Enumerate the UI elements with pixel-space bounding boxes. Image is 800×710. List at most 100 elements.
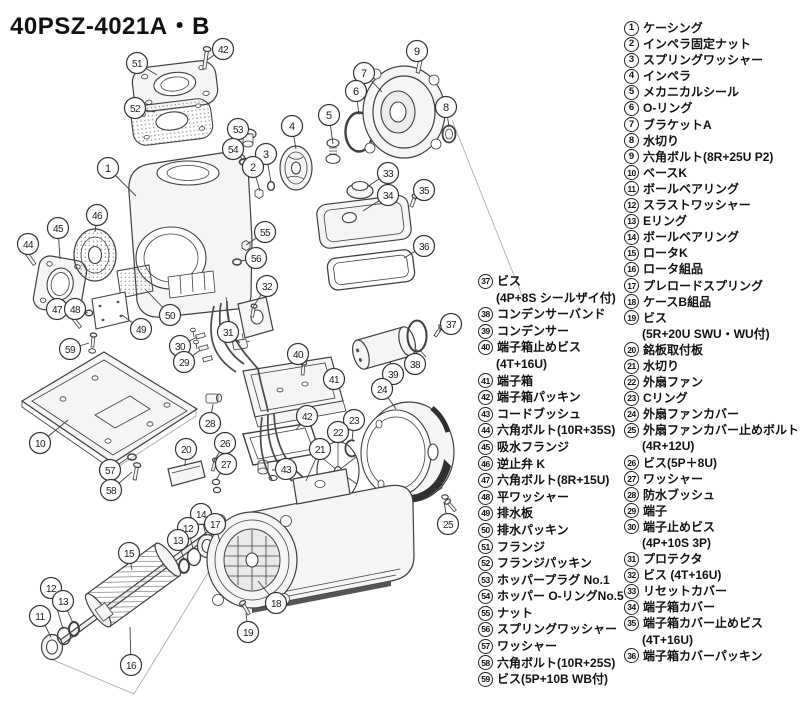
callout-44: 44: [16, 232, 40, 256]
callout-circle: [403, 352, 427, 376]
callout-40: 40: [286, 342, 310, 368]
part-number-badge: 58: [478, 655, 493, 671]
callout-32: 32: [252, 274, 279, 308]
part-number-badge: 54: [478, 589, 493, 605]
part-number-badge: 30: [624, 519, 639, 535]
part-label: 端子箱カバーパッキン: [643, 648, 763, 663]
part-number-badge: 9: [624, 149, 639, 165]
callout-number: 34: [383, 191, 394, 202]
callout-circle: [166, 528, 190, 552]
terminal-cover-shape: [316, 194, 412, 249]
part-number-badge: 13: [624, 213, 639, 229]
part-number-badge: 3: [624, 52, 639, 68]
callout-number: 2: [250, 162, 256, 174]
callout-number: 3: [263, 149, 269, 161]
callout-number: 18: [271, 599, 282, 610]
part-label: Eリング: [643, 214, 688, 229]
callout-circle: [16, 232, 40, 256]
callout-number: 24: [377, 385, 388, 396]
e-ring-13-left-shape: [68, 621, 80, 637]
callout-41: 41: [322, 367, 346, 391]
callout-23: 23: [342, 408, 366, 442]
callout-15: 15: [117, 541, 141, 571]
bearing-11-shape: [40, 633, 64, 661]
part-label: ボールベアリング: [643, 230, 740, 245]
callout-22: 22: [326, 420, 350, 444]
part-number-badge: 43: [478, 406, 493, 422]
callout-number: 12: [46, 584, 57, 595]
screw-59-shape: [88, 332, 98, 354]
callout-circle: [342, 408, 366, 432]
callout-10: 10: [28, 419, 69, 455]
callout-number: 13: [173, 536, 184, 547]
callout-number: 21: [315, 445, 326, 456]
part-label: ホッパー O-リングNo.5: [497, 589, 624, 604]
callout-38: 38: [403, 348, 427, 376]
part-number-badge: 32: [624, 567, 639, 583]
callout-circle: [376, 161, 400, 185]
part-label: インペラ: [643, 69, 692, 84]
part-label: 端子止めビス: [643, 519, 716, 534]
callout-circle: [412, 178, 436, 202]
part-label: ワッシャー: [643, 471, 704, 486]
part-label: フランジパッキン: [497, 556, 592, 571]
part-number-badge: 2: [624, 36, 639, 52]
callout-number: 42: [218, 45, 229, 56]
callout-number: 58: [106, 486, 117, 497]
callout-number: 27: [221, 460, 232, 471]
part-label: 吸水フランジ: [497, 439, 570, 454]
callout-number: 13: [58, 597, 69, 608]
callout-circle: [125, 51, 149, 75]
part-number-badge: 47: [478, 472, 493, 488]
callout-number: 25: [443, 520, 454, 531]
part-number-badge: 1: [624, 20, 639, 36]
callout-number: 46: [92, 211, 103, 222]
callout-46: 46: [85, 203, 109, 233]
part-label: 外扇ファン: [643, 375, 704, 390]
part-number-badge: 16: [624, 261, 639, 277]
part-number-badge: 21: [624, 358, 639, 374]
part-number-badge: 42: [478, 389, 493, 405]
part-item: 14 ボールベアリング: [624, 229, 799, 245]
screw-19-shape: [238, 599, 251, 616]
callout-number: 53: [233, 125, 244, 136]
callout-circle: [317, 103, 341, 127]
part-label: 端子: [643, 503, 668, 518]
callout-number: 42: [302, 412, 313, 423]
callout-circle: [58, 337, 82, 361]
drain-plate-49-shape: [91, 291, 130, 330]
callout-number: 29: [179, 358, 190, 369]
callout-45: 45: [46, 216, 70, 260]
callout-56: 56: [240, 246, 268, 270]
callout-number: 17: [210, 520, 221, 531]
callout-number: 12: [183, 524, 194, 535]
part-number-badge: 29: [624, 503, 639, 519]
callout-5: 5: [317, 103, 341, 145]
callout-circle: [28, 431, 52, 455]
callout-number: 32: [262, 282, 273, 293]
callout-circle: [280, 114, 304, 138]
part-number-badge: 14: [624, 229, 639, 245]
part-label: ベースK: [643, 165, 688, 180]
base-plate-shape: [20, 351, 199, 471]
part-label: ロータ組品: [643, 262, 704, 277]
callout-circle: [434, 95, 458, 119]
callout-number: 22: [333, 428, 344, 439]
callout-number: 7: [361, 68, 367, 80]
part-label: 端子箱カバー: [643, 600, 716, 615]
callout-11: 11: [28, 604, 52, 638]
